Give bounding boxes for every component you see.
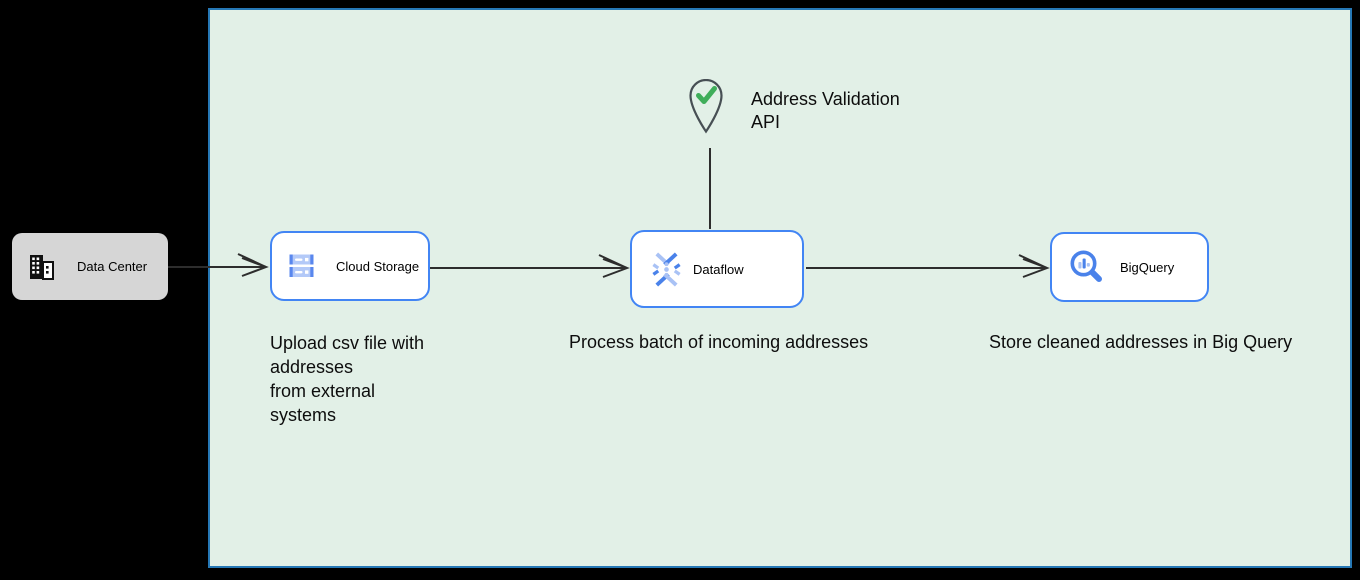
building-icon <box>29 254 54 280</box>
node-label: Dataflow <box>693 261 744 277</box>
caption-store: Store cleaned addresses in Big Query <box>989 332 1293 352</box>
api-marker-label: Address Validation API <box>751 88 900 134</box>
node-cloud-storage[interactable]: Cloud Storage <box>270 231 430 301</box>
caption-upload-line2: addresses <box>270 357 354 377</box>
api-marker-label-line1: Address Validation <box>751 89 900 109</box>
dataflow-icon <box>649 252 684 287</box>
node-data-center[interactable]: Data Center <box>12 233 168 300</box>
map-pin-check-icon[interactable] <box>688 78 724 134</box>
cloud-storage-icon <box>289 253 314 279</box>
node-bigquery[interactable]: BigQuery <box>1050 232 1209 302</box>
bigquery-icon <box>1069 249 1103 286</box>
node-dataflow[interactable]: Dataflow <box>630 230 804 308</box>
node-label: BigQuery <box>1120 259 1175 275</box>
caption-upload-line3: from external <box>270 381 376 401</box>
caption-upload-line4: systems <box>270 405 337 425</box>
caption-upload: Upload csv file with addresses from exte… <box>270 331 424 427</box>
api-marker-label-line2: API <box>751 112 781 132</box>
node-label: Data Center <box>77 259 148 274</box>
node-label: Cloud Storage <box>336 258 420 274</box>
caption-upload-line1: Upload csv file with <box>270 333 425 353</box>
caption-process: Process batch of incoming addresses <box>569 332 869 352</box>
